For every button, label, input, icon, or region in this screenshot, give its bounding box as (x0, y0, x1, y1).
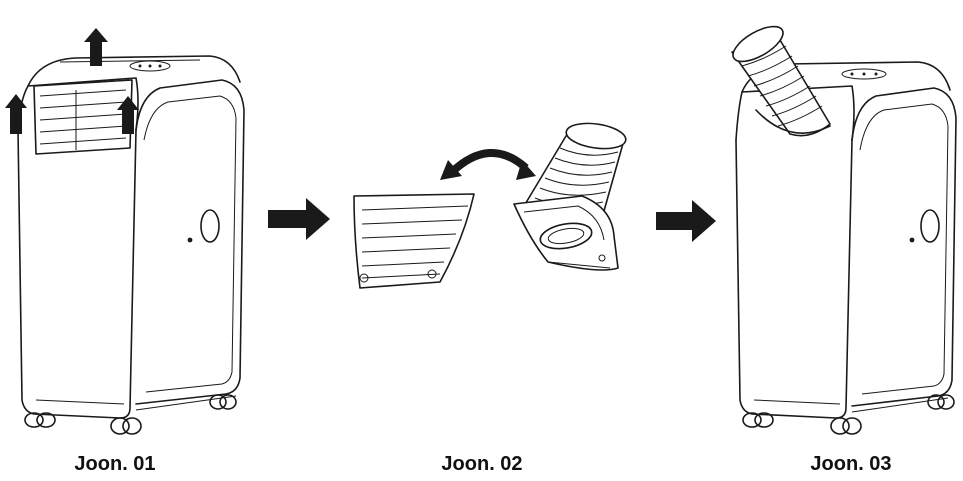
figure-caption-3: Joon. 03 (781, 453, 921, 476)
right-arrow-icon (656, 200, 716, 242)
up-arrow-icon (5, 94, 27, 134)
control-panel-icon (842, 69, 886, 79)
up-arrow-icon (84, 28, 108, 66)
exhaust-hose (728, 20, 830, 136)
figure-caption-2: Joon. 02 (412, 453, 552, 476)
ac-unit-with-hose (728, 20, 956, 434)
hose-adapter (514, 120, 627, 270)
control-panel-icon (130, 61, 170, 71)
right-arrow-icon (268, 198, 330, 240)
curved-double-arrow-icon (440, 153, 536, 180)
figure-caption-1: Joon. 01 (45, 453, 185, 476)
removed-grille (354, 194, 474, 288)
ac-unit-with-grille (5, 28, 244, 434)
